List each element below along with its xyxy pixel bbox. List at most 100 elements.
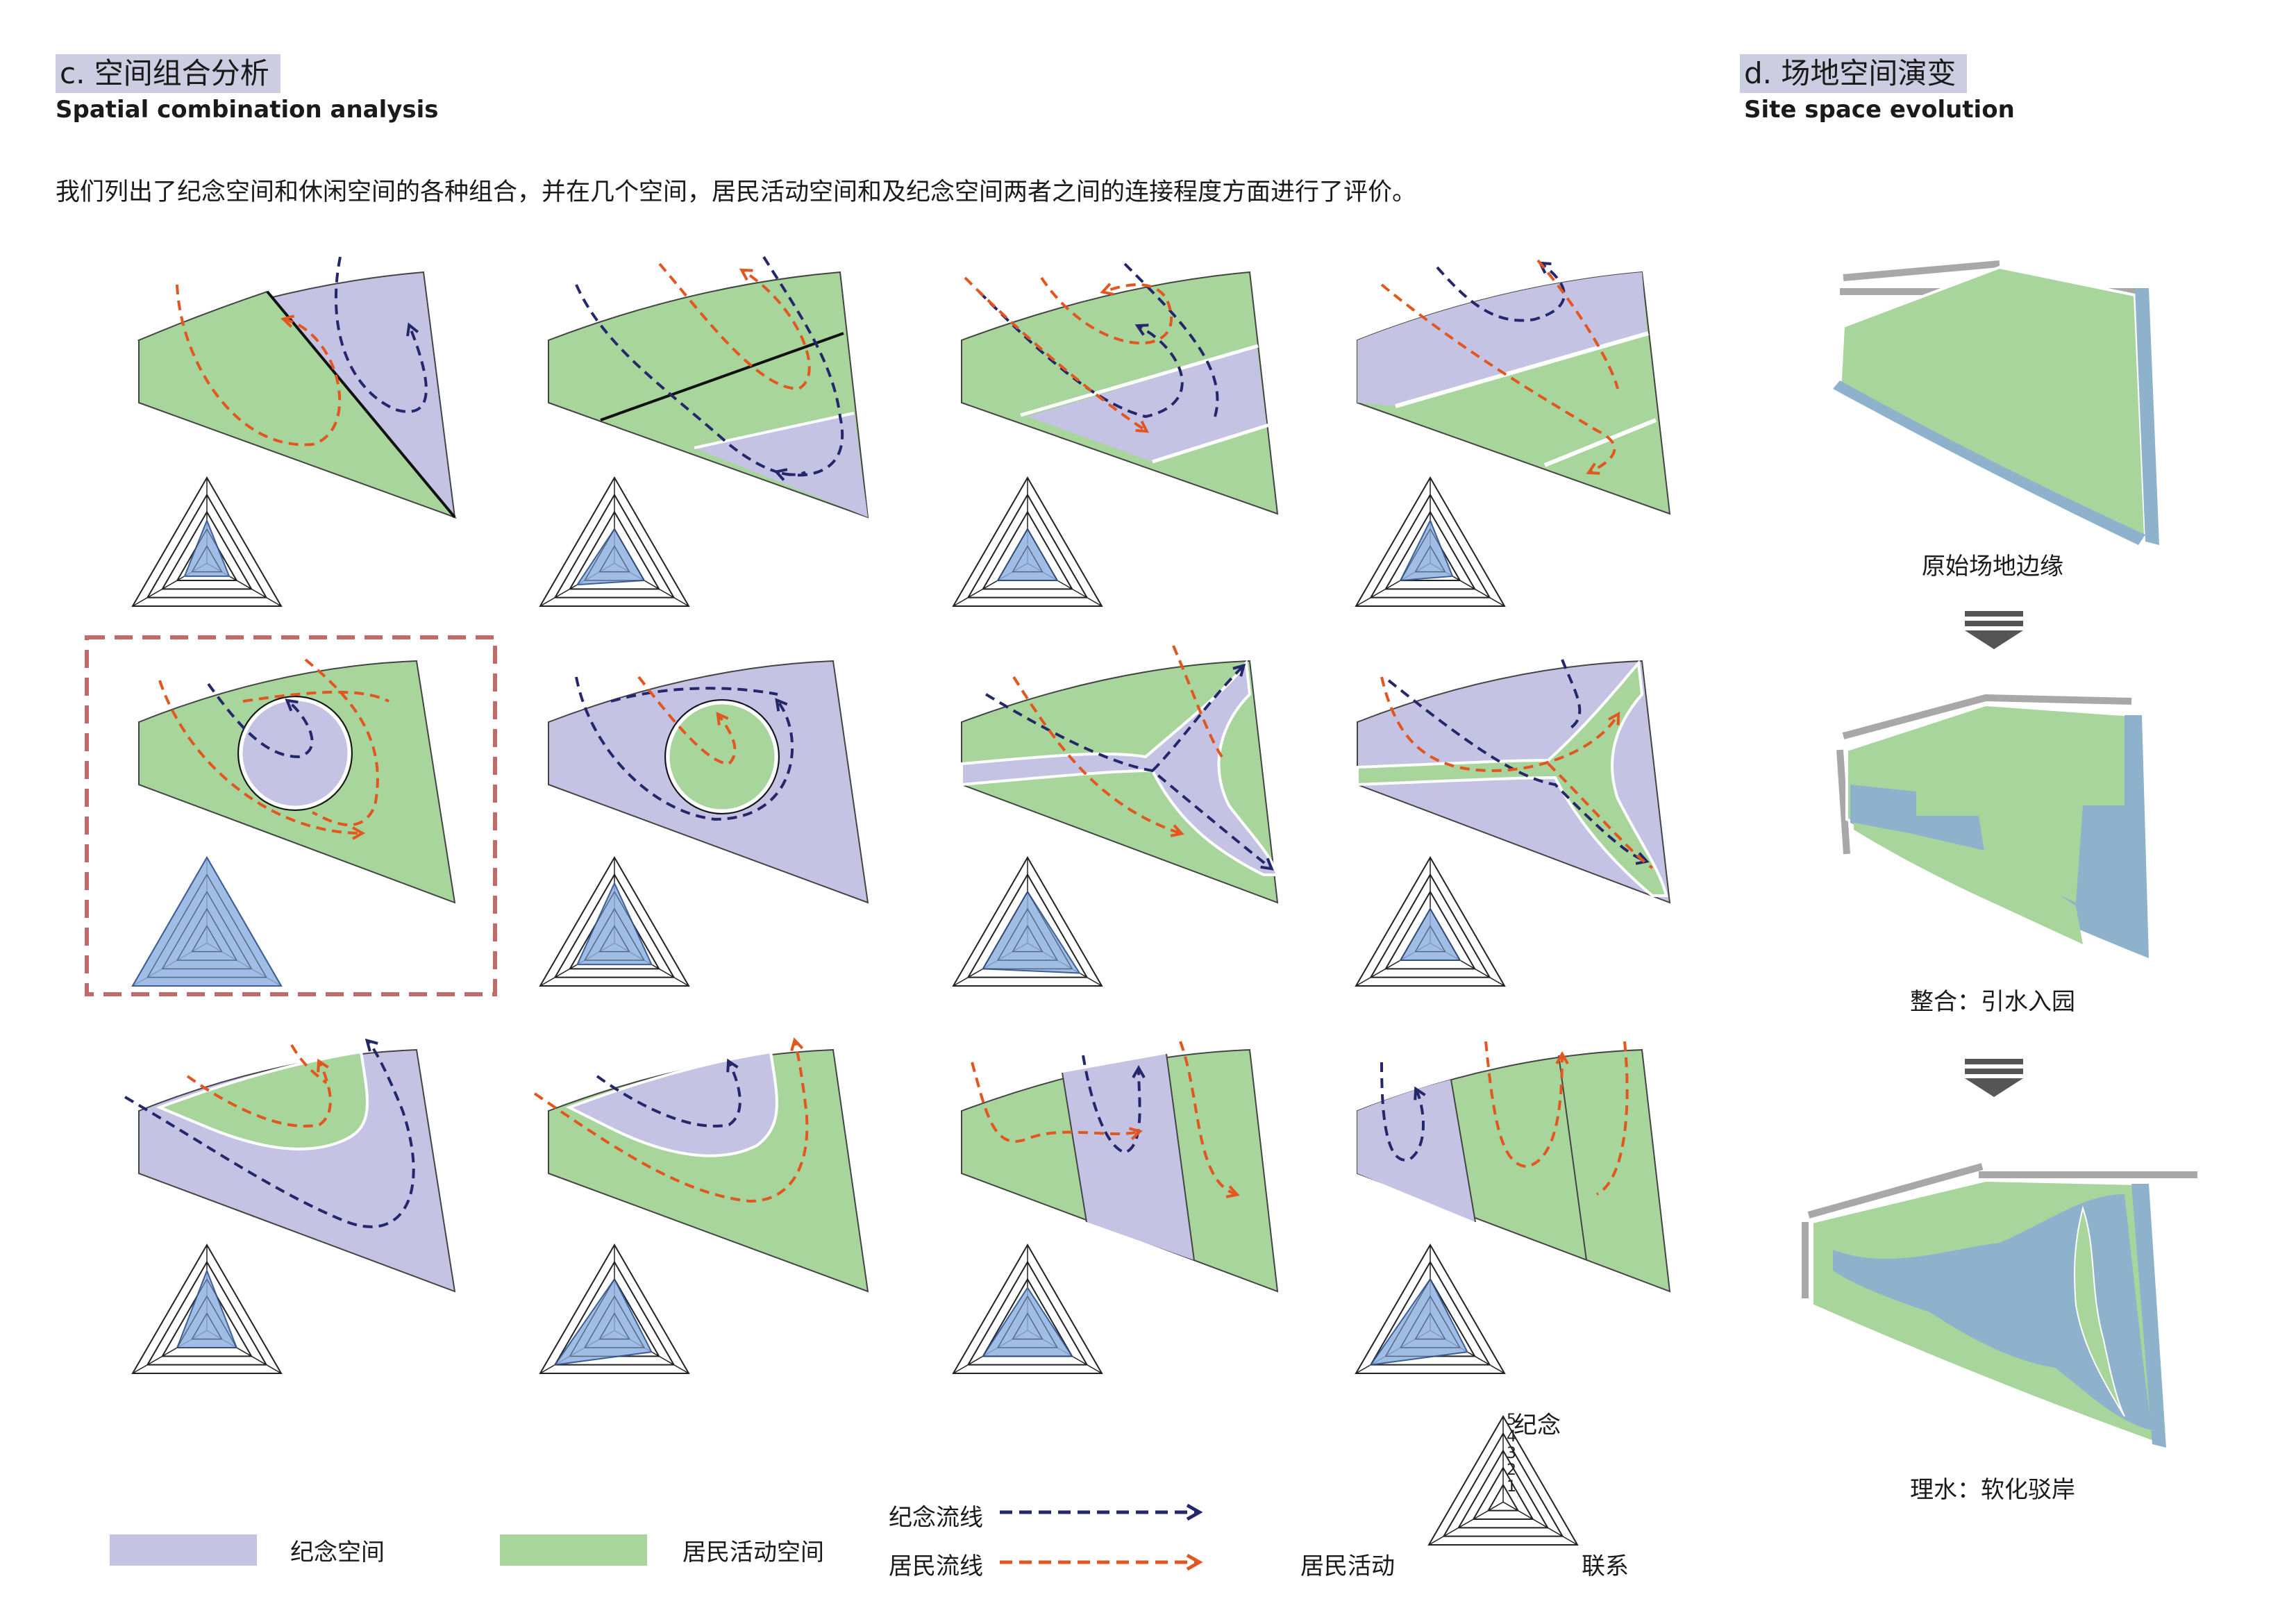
radar-ring-overlay — [554, 1261, 675, 1366]
radar-axis — [1428, 1501, 1504, 1546]
radar-ring-overlay — [191, 1312, 223, 1340]
radar-ring-overlay — [1384, 1278, 1476, 1357]
evolution-stage-3 — [1802, 1163, 2197, 1448]
option-6 — [548, 660, 869, 904]
radar-ring-overlay — [982, 891, 1073, 969]
radar-chart — [952, 1244, 1103, 1374]
radar-ring-overlay — [598, 925, 630, 953]
radar-ring-overlay — [1012, 925, 1044, 953]
radar-ring-overlay — [598, 545, 630, 573]
radar-ring-overlay — [1370, 1261, 1491, 1366]
legend-axis-top-label: 纪念 — [1514, 1412, 1561, 1439]
legend-axis-left-label: 居民活动 — [1300, 1552, 1395, 1580]
radar-ring-overlay — [191, 545, 223, 573]
option-9 — [124, 1038, 456, 1293]
radar-ring-overlay — [584, 528, 645, 581]
radar-score-area — [131, 856, 283, 987]
radar-ring-overlay — [569, 891, 660, 969]
radar-level-label: 1 — [1507, 1478, 1516, 1496]
legend-resident-swatch — [500, 1534, 647, 1566]
radar-chart — [131, 476, 283, 607]
option-5 — [138, 658, 456, 904]
radar-chart — [1355, 1244, 1506, 1374]
radar-ring-overlay — [191, 925, 223, 953]
radar-chart — [1355, 856, 1506, 987]
radar-ring-overlay — [967, 494, 1088, 598]
radar-ring-overlay — [982, 1278, 1073, 1357]
radar-level-label: 2 — [1507, 1462, 1516, 1479]
radar-ring-overlay — [569, 1278, 660, 1357]
radar-chart — [539, 856, 690, 987]
radar-ring-overlay — [1012, 1312, 1044, 1340]
radar-chart — [1427, 1415, 1579, 1546]
option-2 — [548, 256, 869, 519]
radar-ring-overlay — [161, 891, 253, 969]
radar-ring-overlay — [176, 1296, 237, 1348]
radar-axis — [1502, 1501, 1578, 1546]
option-8 — [1356, 659, 1671, 904]
option-12 — [1357, 1041, 1671, 1293]
radar-ring-overlay — [146, 873, 267, 978]
radar-ring-overlay — [1370, 494, 1491, 598]
radar-chart — [952, 856, 1103, 987]
radar-ring-overlay — [997, 1296, 1058, 1348]
radar-ring-overlay — [997, 528, 1058, 581]
intro-text: 我们列出了纪念空间和休闲空间的各种组合，并在几个空间，居民活动空间和及纪念空间两… — [56, 178, 1417, 206]
radar-ring-overlay — [146, 1261, 267, 1366]
option-10 — [533, 1037, 869, 1293]
option-1 — [137, 256, 458, 519]
radar-chart — [131, 856, 283, 987]
radar-chart — [539, 476, 690, 607]
radar-ring-overlay — [161, 1278, 253, 1357]
section-c-subtitle: Spatial combination analysis — [56, 96, 439, 124]
legend-memorial-flow-label: 纪念流线 — [889, 1504, 983, 1532]
section-c-title: c. 空间组合分析 — [56, 54, 280, 93]
radar-ring-overlay — [176, 528, 237, 581]
radar-ring-overlay — [967, 1261, 1088, 1366]
legend-memorial-swatch — [110, 1534, 257, 1566]
evolution-stage-1 — [1833, 260, 2159, 545]
radar-ring-overlay — [554, 494, 675, 598]
legend-memorial-label: 纪念空间 — [290, 1539, 385, 1566]
radar-ring-overlay — [1384, 891, 1476, 969]
radar-ring-overlay — [1414, 1312, 1446, 1340]
radar-ring-overlay — [1414, 545, 1446, 573]
evolution-stage-2-label: 整合：引水入园 — [1910, 988, 2075, 1016]
legend-resident-flow-label: 居民流线 — [889, 1552, 983, 1580]
radar-ring-overlay — [584, 908, 645, 961]
radar-chart — [952, 476, 1103, 607]
radar-charts — [131, 476, 1506, 1374]
radar-ring-overlay — [967, 873, 1088, 978]
radar-ring-overlay — [1384, 511, 1476, 589]
radar-ring-overlay — [982, 511, 1073, 589]
radar-ring-overlay — [598, 1312, 630, 1340]
option-7 — [960, 645, 1280, 904]
evolution-stage-2 — [1836, 694, 2149, 958]
section-d-subtitle: Site space evolution — [1744, 96, 2015, 124]
radar-ring-overlay — [997, 908, 1058, 961]
evolution-stage-1-label: 原始场地边缘 — [1922, 553, 2063, 580]
radar-level-label: 3 — [1507, 1445, 1516, 1462]
radar-ring-overlay — [1400, 1296, 1461, 1348]
down-arrow-icon — [1965, 611, 2023, 649]
radar-ring-overlay — [554, 873, 675, 978]
radar-ring-overlay — [146, 494, 267, 598]
option-4 — [1357, 259, 1671, 515]
legend-axis-right-label: 联系 — [1582, 1552, 1629, 1580]
radar-ring-overlay — [584, 1296, 645, 1348]
radar-chart — [131, 1244, 283, 1374]
radar-ring-overlay — [161, 511, 253, 589]
radar-score-area — [1369, 1278, 1469, 1366]
radar-score-area — [553, 1278, 653, 1366]
radar-level-label: 5 — [1507, 1412, 1516, 1429]
radar-level-label: 4 — [1507, 1428, 1516, 1446]
radar-ring-overlay — [1414, 925, 1446, 953]
legend-radar — [1427, 1415, 1579, 1546]
radar-ring-overlay — [1012, 545, 1044, 573]
option-11 — [961, 1041, 1279, 1293]
radar-ring-overlay — [1400, 908, 1461, 961]
legend-resident-label: 居民活动空间 — [682, 1539, 824, 1566]
radar-ring-overlay — [176, 908, 237, 961]
